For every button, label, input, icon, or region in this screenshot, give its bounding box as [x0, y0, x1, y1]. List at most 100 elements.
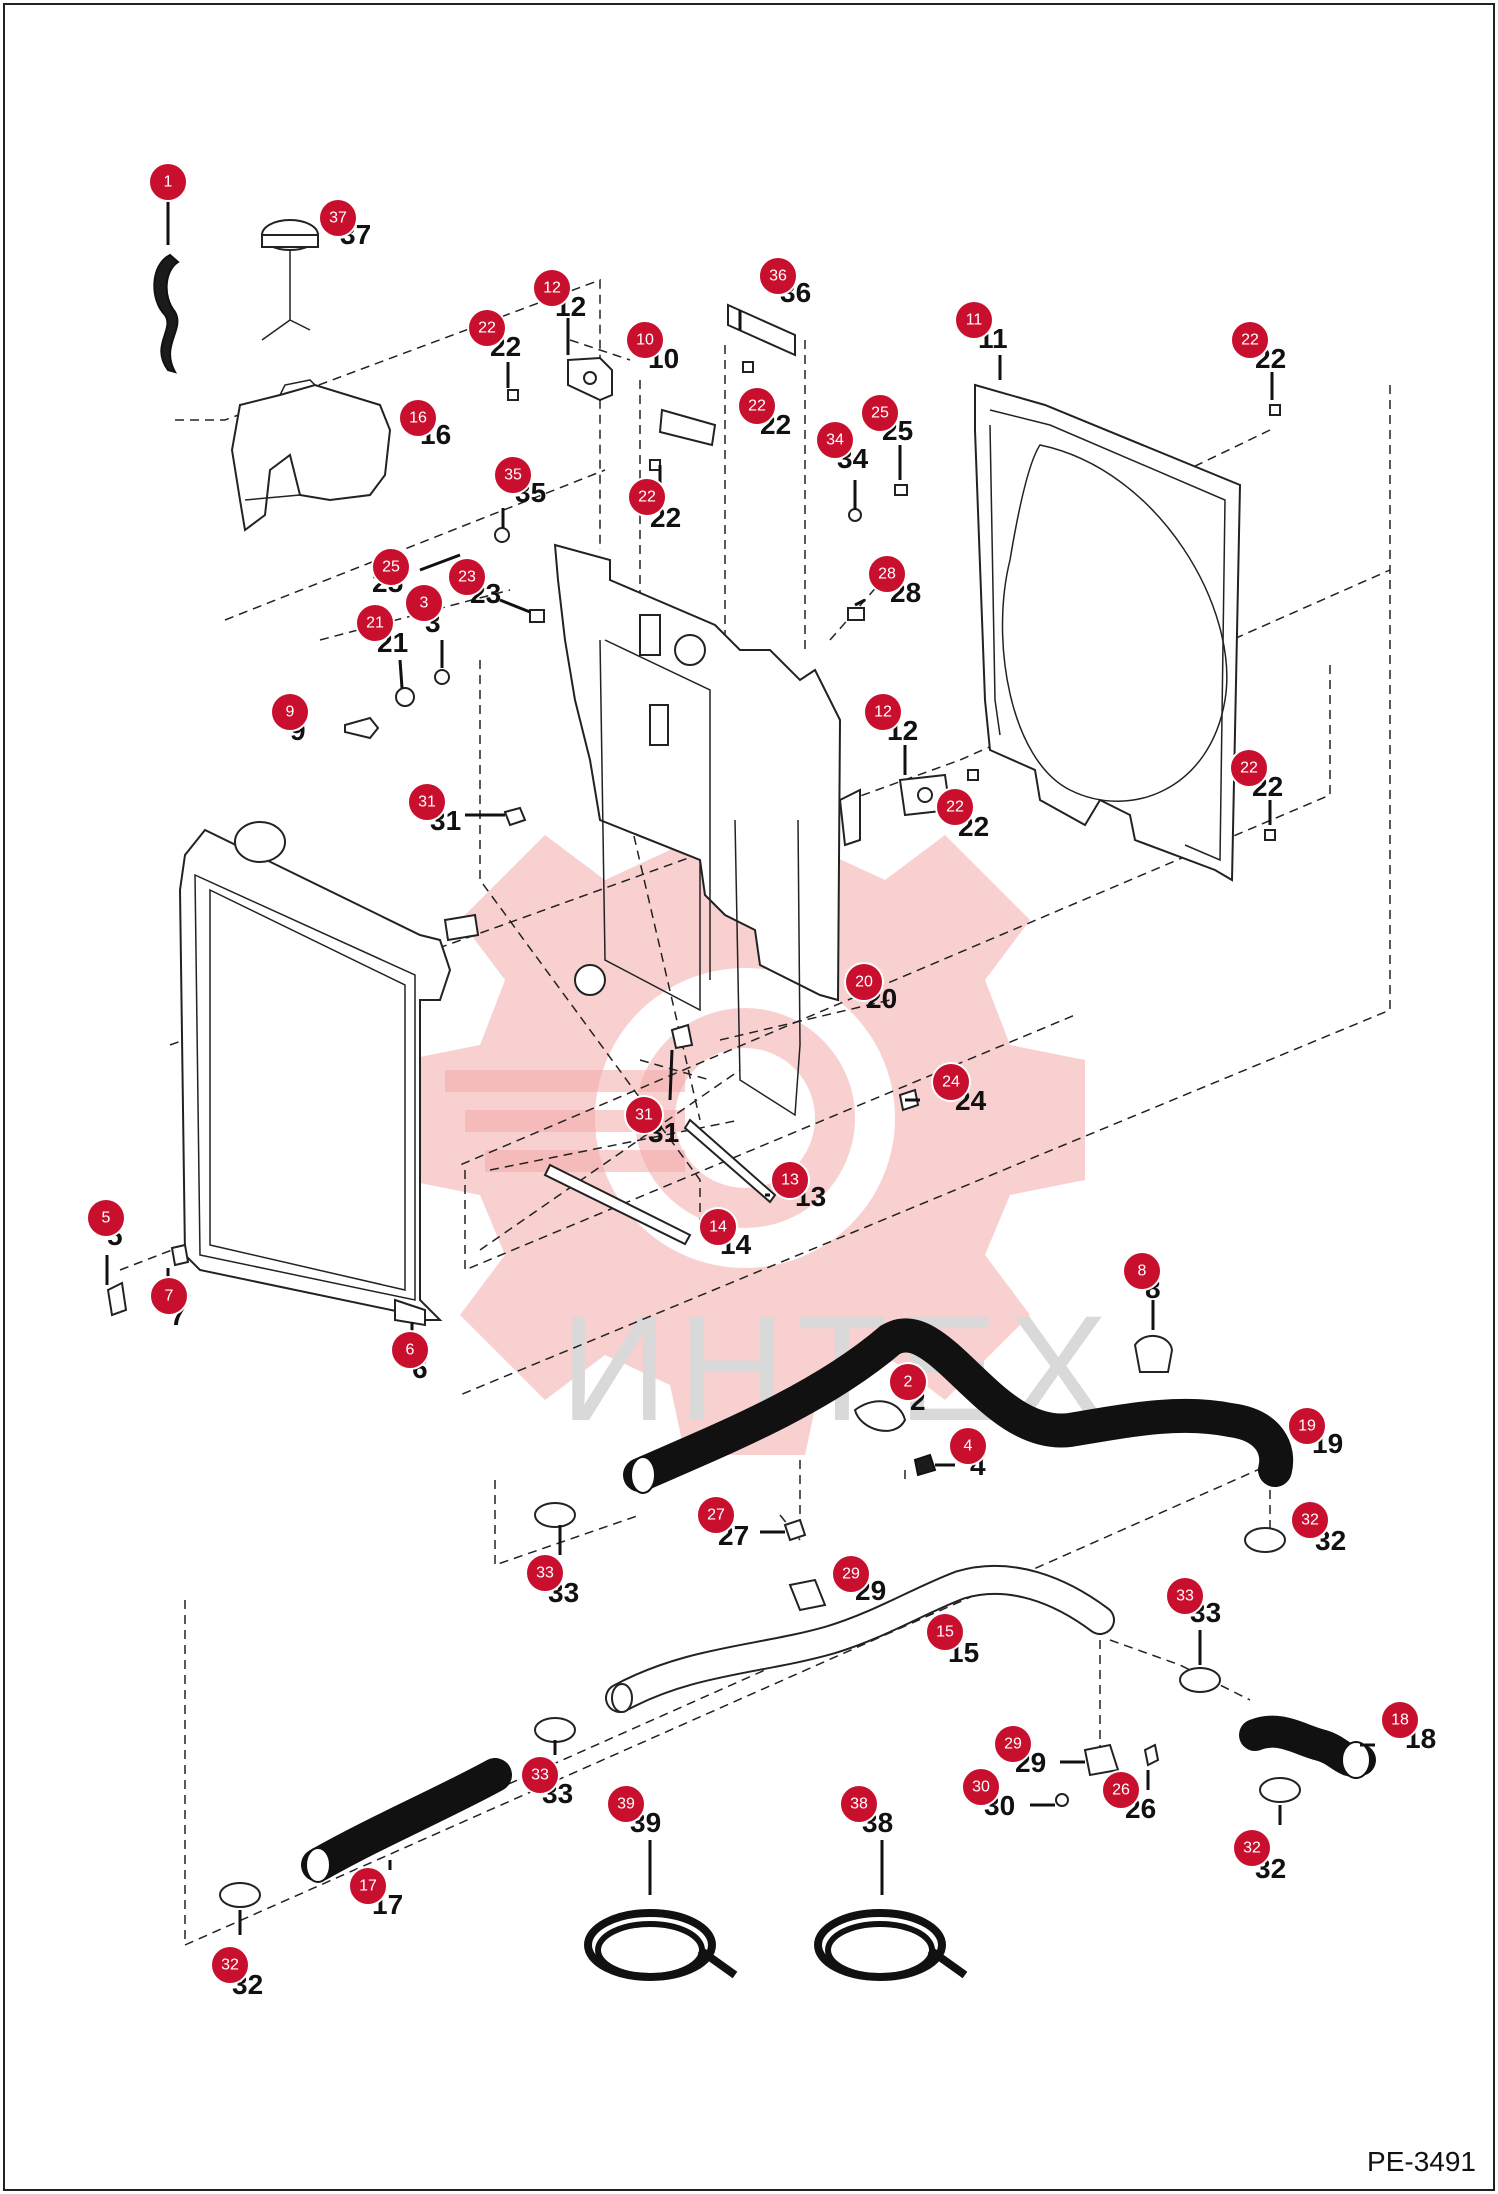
callout-badge: [815, 420, 855, 460]
callout-9: 99: [270, 692, 310, 746]
callout-leader: [419, 553, 461, 572]
callout-number: 22: [1241, 332, 1259, 349]
callout-badge: [1230, 320, 1270, 360]
bracket-20: [838, 788, 861, 847]
callout-number: 10: [636, 332, 654, 349]
callout-number: 22: [478, 320, 496, 337]
clamp-2: [853, 1400, 907, 1432]
callout-badge: [961, 1767, 1001, 1807]
callout-badge: [831, 1554, 871, 1594]
callout-badge: [149, 1276, 189, 1316]
callout-badge: [860, 393, 900, 433]
callout-number: 21: [366, 615, 384, 632]
callout-number: 32: [1301, 1512, 1319, 1529]
callout-badge: [493, 455, 533, 495]
callout-badge: [371, 547, 411, 587]
callout-badge: [1290, 1500, 1330, 1540]
clip-29-bottom: [1083, 1743, 1120, 1777]
callout-badge: [407, 782, 447, 822]
fan-shroud: [974, 383, 1242, 882]
radiator-frame-bracket: [553, 543, 842, 1117]
callout-number: 31: [418, 794, 436, 811]
callout-number: 13: [781, 1172, 799, 1189]
callout-badge: [844, 962, 884, 1002]
clamp-8: [1133, 1335, 1174, 1373]
callout-badge: [1287, 1406, 1327, 1446]
callout-badge: [624, 1095, 664, 1135]
callout-number: 22: [748, 398, 766, 415]
callout-badge: [925, 1612, 965, 1652]
callout-4: 44: [935, 1426, 988, 1481]
callout-layer: 1373716161212222210103636222222221111222…: [86, 162, 1436, 2000]
callout-number: 17: [359, 1878, 377, 1895]
nut-30: [1055, 1793, 1069, 1807]
callout-badge: [1232, 1828, 1272, 1868]
document-code: PE-3491: [1367, 2146, 1476, 2177]
coiled-hose-38: [814, 1909, 968, 1981]
callout-number: 24: [942, 1074, 960, 1091]
callout-badge: [606, 1784, 646, 1824]
callout-badge: [348, 1866, 388, 1906]
callout-number: 7: [165, 1288, 174, 1305]
callout-number: 3: [420, 595, 429, 612]
callout-number: 35: [504, 467, 522, 484]
page-frame: [3, 3, 1495, 2191]
seal-14: [543, 1163, 692, 1246]
callout-number: 8: [1138, 1263, 1147, 1280]
hose-clamps: [219, 1502, 1301, 1908]
clip-29-top: [788, 1578, 827, 1612]
callout-number: 9: [286, 704, 295, 721]
callout-number: 34: [826, 432, 844, 449]
callout-badge: [770, 1160, 810, 1200]
callout-number: 33: [536, 1565, 554, 1582]
callout-number: 14: [709, 1219, 727, 1236]
callout-number: 29: [1004, 1736, 1022, 1753]
callout-leader: [398, 659, 404, 689]
callout-number: 39: [617, 1796, 635, 1813]
callout-leader: [499, 598, 531, 614]
callout-number: 22: [638, 489, 656, 506]
reservoir-cap: [261, 219, 319, 341]
callout-badge: [318, 198, 358, 238]
callout-number: 33: [1176, 1588, 1194, 1605]
callout-number: 25: [871, 405, 889, 422]
callout-number: 5: [102, 1210, 111, 1227]
callout-number: 16: [409, 410, 427, 427]
callout-number: 33: [531, 1767, 549, 1784]
coiled-hose-39: [584, 1909, 738, 1981]
plate-10: [658, 408, 717, 447]
callout-badge: [758, 256, 798, 296]
callout-number: 23: [458, 569, 476, 586]
callout-number: 37: [329, 210, 347, 227]
coolant-reservoir: [230, 383, 392, 532]
callout-badge: [935, 787, 975, 827]
fitting-4: [913, 1453, 937, 1477]
dipstick-hose: [153, 253, 180, 374]
callout-number: 27: [707, 1507, 725, 1524]
callout-8: 88: [1122, 1251, 1162, 1330]
callout-badge: [625, 320, 665, 360]
